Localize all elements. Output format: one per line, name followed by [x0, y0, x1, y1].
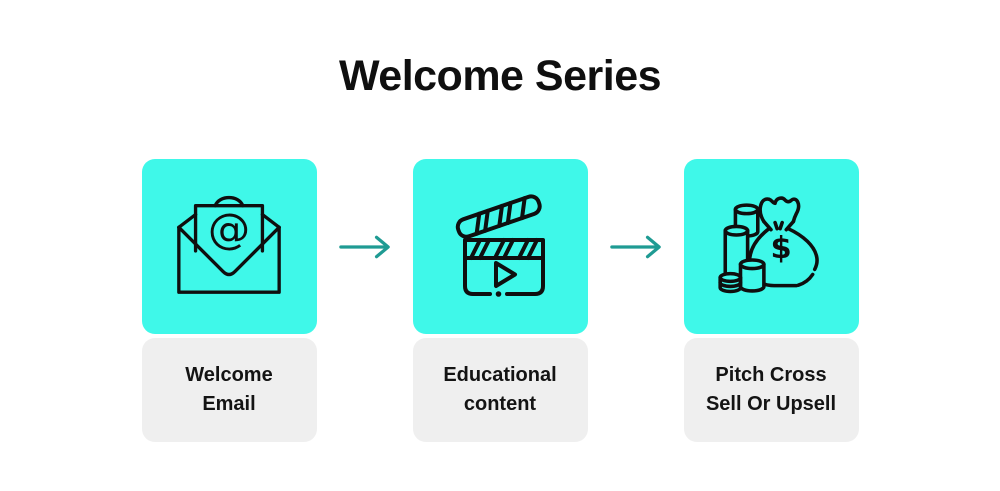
step-card-pitch-cross-sell: $ Pitch Cross Sell Or Upsell	[683, 159, 859, 442]
money-bag-coins-icon: $	[718, 195, 819, 293]
pitch-cross-sell-label-panel: Pitch Cross Sell Or Upsell	[683, 338, 859, 442]
step-label: Pitch Cross Sell Or Upsell	[705, 364, 837, 415]
at-glyph: @	[208, 204, 250, 253]
step-label: Educational content	[443, 364, 557, 415]
step-label: Welcome Email	[185, 364, 273, 415]
arrow-right-icon	[338, 235, 390, 258]
pitch-cross-sell-icon-panel: $	[683, 159, 859, 334]
step-card-educational-content: Educational content	[412, 159, 588, 442]
dollar-glyph: $	[771, 231, 792, 266]
welcome-series-flow: @ Welcome Email	[0, 159, 1000, 442]
educational-content-label-panel: Educational content	[412, 338, 588, 442]
clapperboard-play-icon	[455, 193, 545, 297]
welcome-email-label-panel: Welcome Email	[141, 338, 317, 442]
arrow-right-icon	[609, 235, 661, 258]
flow-connector-1	[317, 159, 413, 334]
step-card-welcome-email: @ Welcome Email	[141, 159, 317, 442]
educational-content-icon-panel	[412, 159, 588, 334]
flow-connector-2	[588, 159, 684, 334]
page-title: Welcome Series	[338, 52, 662, 100]
email-at-icon: @	[177, 195, 281, 294]
welcome-email-icon-panel: @	[141, 159, 317, 334]
